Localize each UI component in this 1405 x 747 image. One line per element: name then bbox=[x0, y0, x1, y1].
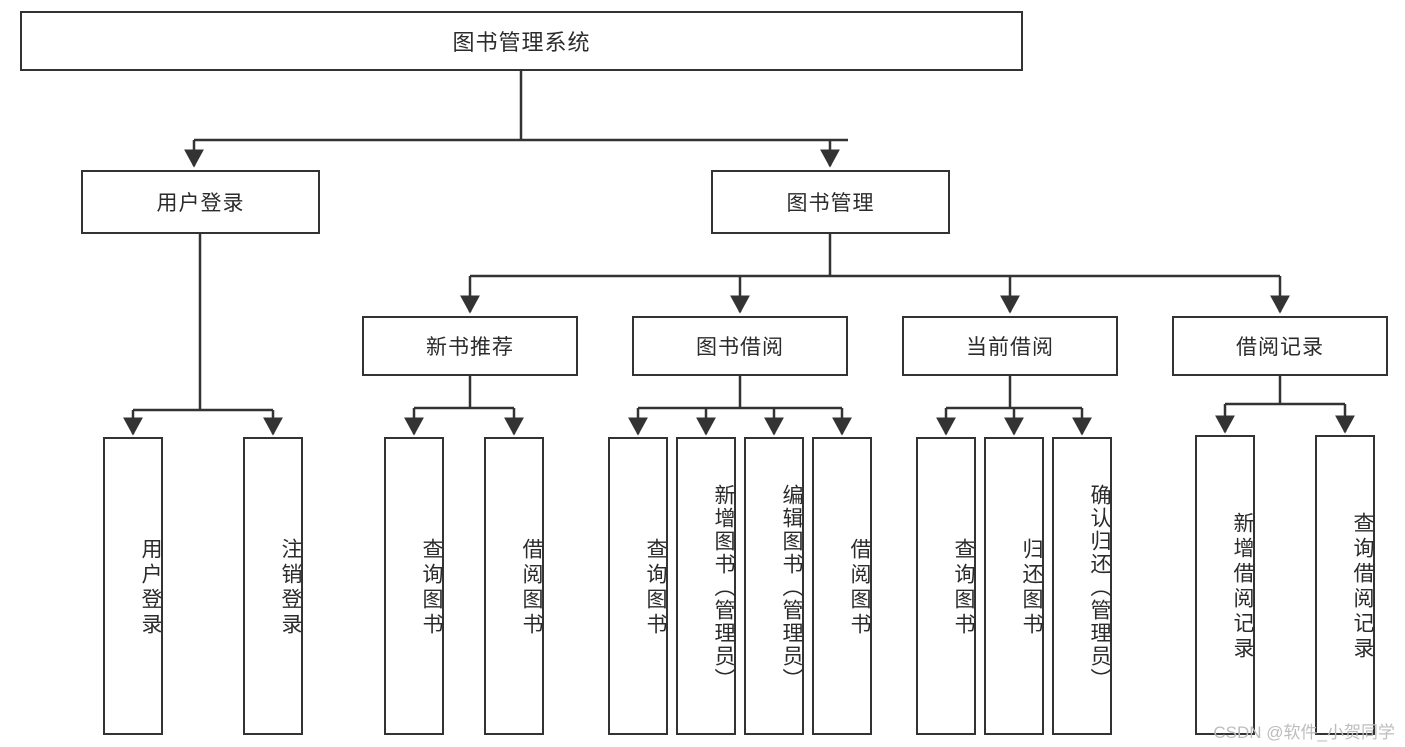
node-leaf-return-book[interactable]: 归还图书 bbox=[984, 437, 1044, 735]
node-leaf-query-record[interactable]: 查询借阅记录 bbox=[1315, 435, 1375, 735]
node-leaf-add-record[interactable]: 新增借阅记录 bbox=[1195, 435, 1255, 735]
node-leaf-user-login[interactable]: 用户登录 bbox=[103, 437, 163, 735]
node-borrow-record[interactable]: 借阅记录 bbox=[1172, 316, 1388, 376]
node-current-borrow[interactable]: 当前借阅 bbox=[902, 316, 1118, 376]
node-leaf-query-book-2[interactable]: 查询图书 bbox=[608, 437, 668, 735]
node-leaf-confirm-return[interactable]: 确认归还（管理员） bbox=[1052, 437, 1112, 735]
node-book-borrow[interactable]: 图书借阅 bbox=[632, 316, 848, 376]
node-leaf-query-book-3[interactable]: 查询图书 bbox=[916, 437, 976, 735]
node-user-login[interactable]: 用户登录 bbox=[81, 170, 320, 234]
node-leaf-add-book[interactable]: 新增图书（管理员） bbox=[676, 437, 736, 735]
node-leaf-borrow-book-2[interactable]: 借阅图书 bbox=[812, 437, 872, 735]
node-leaf-borrow-book-1[interactable]: 借阅图书 bbox=[484, 437, 544, 735]
node-new-book-recommend[interactable]: 新书推荐 bbox=[362, 316, 578, 376]
node-book-manage[interactable]: 图书管理 bbox=[711, 170, 950, 234]
node-leaf-edit-book[interactable]: 编辑图书（管理员） bbox=[744, 437, 804, 735]
node-leaf-logout[interactable]: 注销登录 bbox=[243, 437, 303, 735]
csdn-watermark: CSDN @软件_小贺同学 bbox=[1213, 723, 1395, 742]
node-leaf-query-book-1[interactable]: 查询图书 bbox=[384, 437, 444, 735]
node-root-system[interactable]: 图书管理系统 bbox=[20, 11, 1023, 71]
